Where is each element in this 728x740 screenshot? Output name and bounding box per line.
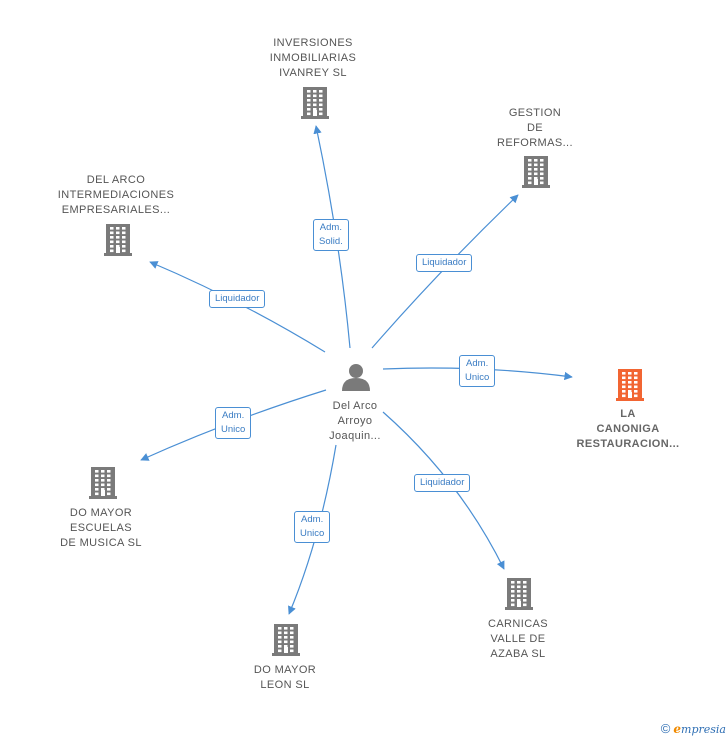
person-node-line: Del Arco xyxy=(332,400,378,412)
company-node-gestion-line: REFORMAS... xyxy=(497,137,573,149)
edge-role-text: Unico xyxy=(221,424,246,435)
edge-role-label-inversiones[interactable]: Adm. Solid. xyxy=(313,219,349,251)
company-node-delarco[interactable]: DEL ARCO INTERMEDIACIONES EMPRESARIALES... xyxy=(41,173,191,218)
company-node-inversiones-line: IVANREY SL xyxy=(279,67,347,79)
brand-footer[interactable]: ©empresia xyxy=(661,721,726,736)
company-node-escuelas-line: ESCUELAS xyxy=(70,522,132,534)
company-node-carnicas-line: CARNICAS xyxy=(487,618,549,630)
company-node-leon-line: DO MAYOR xyxy=(253,664,317,676)
company-node-canoniga-line: LA xyxy=(620,408,636,420)
company-node-delarco-line: DEL ARCO xyxy=(86,174,146,186)
person-node-line: Arroyo xyxy=(337,415,373,427)
edge-role-label-leon[interactable]: Adm. Unico xyxy=(294,511,331,543)
company-node-delarco-line: INTERMEDIACIONES xyxy=(57,189,175,201)
edge-role-text: Liquidador xyxy=(420,477,465,488)
brand-logo-initial: e xyxy=(673,722,682,736)
edge-role-label-escuelas[interactable]: Adm. Unico xyxy=(215,407,252,439)
company-node-carnicas[interactable]: CARNICAS VALLE DE AZABA SL xyxy=(443,617,593,662)
building-icon-leon[interactable] xyxy=(272,624,300,656)
person-icon[interactable] xyxy=(342,364,370,391)
company-node-delarco-line: EMPRESARIALES... xyxy=(61,204,171,216)
edge-role-text: Adm. xyxy=(301,514,324,525)
company-node-canoniga-line: RESTAURACION... xyxy=(576,438,680,450)
edge-role-label-gestion[interactable]: Liquidador xyxy=(416,254,473,272)
company-node-carnicas-line: VALLE DE xyxy=(490,633,546,645)
edge-role-text: Adm. xyxy=(319,222,342,233)
company-node-inversiones-line: INVERSIONES xyxy=(273,37,353,49)
company-node-canoniga[interactable]: LA CANONIGA RESTAURACION... xyxy=(553,407,703,452)
person-node-line: Joaquin... xyxy=(329,430,381,442)
company-node-leon-line: LEON SL xyxy=(260,679,310,691)
copyright-icon: © xyxy=(660,721,671,736)
company-node-carnicas-line: AZABA SL xyxy=(490,648,546,660)
edge-role-text: Solid. xyxy=(319,236,343,247)
edge-role-text: Unico xyxy=(465,372,490,383)
brand-logo-text: mpresia xyxy=(681,723,726,736)
company-node-escuelas-line: DE MUSICA SL xyxy=(60,537,142,549)
company-node-escuelas[interactable]: DO MAYOR ESCUELAS DE MUSICA SL xyxy=(26,506,176,551)
company-node-escuelas-line: DO MAYOR xyxy=(69,507,133,519)
edge-role-text: Liquidador xyxy=(215,293,260,304)
building-icon-delarco[interactable] xyxy=(104,224,132,256)
building-icon-gestion[interactable] xyxy=(522,156,550,188)
edge-role-text: Unico xyxy=(300,528,325,539)
edge-role-label-carnicas[interactable]: Liquidador xyxy=(414,474,471,492)
building-icon-carnicas[interactable] xyxy=(505,578,533,610)
edge-role-text: Adm. xyxy=(222,410,245,421)
building-icon-escuelas[interactable] xyxy=(89,467,117,499)
building-icon-canoniga[interactable] xyxy=(616,369,644,401)
edge-role-text: Liquidador xyxy=(422,257,467,268)
company-node-inversiones-line: INMOBILIARIAS xyxy=(269,52,357,64)
company-node-inversiones[interactable]: INVERSIONES INMOBILIARIAS IVANREY SL xyxy=(238,36,388,81)
company-node-gestion-line: DE xyxy=(526,122,544,134)
company-node-leon[interactable]: DO MAYOR LEON SL xyxy=(210,663,360,693)
edge-role-label-canoniga[interactable]: Adm. Unico xyxy=(459,355,496,387)
building-icon-inversiones[interactable] xyxy=(301,87,329,119)
company-node-canoniga-line: CANONIGA xyxy=(596,423,660,435)
company-node-gestion-line: GESTION xyxy=(508,107,562,119)
company-node-gestion[interactable]: GESTION DE REFORMAS... xyxy=(460,106,610,151)
edge-role-label-delarco[interactable]: Liquidador xyxy=(209,290,266,308)
edge-role-text: Adm. xyxy=(466,358,489,369)
